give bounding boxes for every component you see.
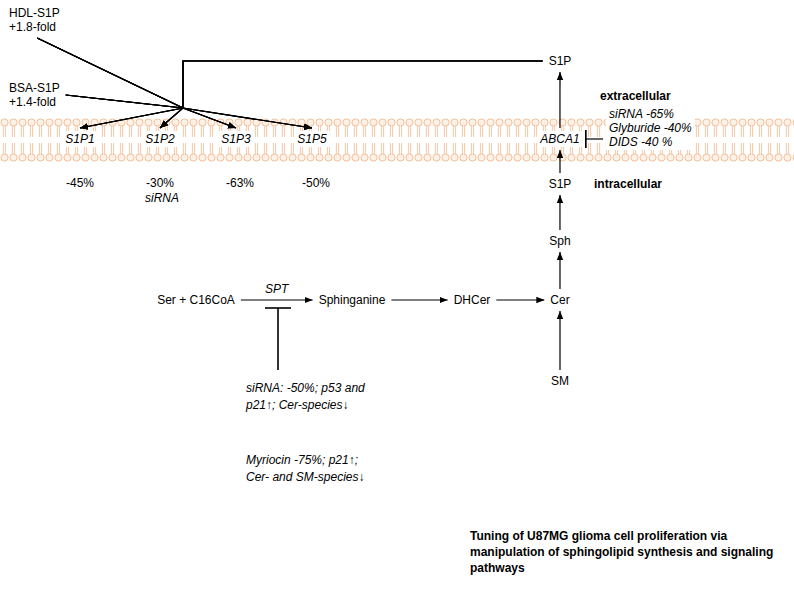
node-text: S1P3: [221, 132, 250, 146]
node-text: Ser + C16CoA: [157, 293, 235, 307]
metabolite: Sph: [546, 233, 573, 249]
transporter: ABCA1: [537, 131, 582, 147]
metabolite: S1P: [546, 53, 575, 69]
metabolite: S1P: [546, 176, 575, 192]
node-text: siRNA -65%: [609, 107, 692, 121]
caption: Tuning of U87MG glioma cell proliferatio…: [470, 528, 788, 576]
effect-note: siRNA: -50%; p53 and p21↑; Cer-species↓: [246, 380, 376, 414]
node-text: +1.8-fold: [9, 20, 60, 34]
arrow-connector: [496, 299, 544, 300]
inhibition-bar: [265, 308, 291, 370]
node-text: Sph: [549, 234, 570, 248]
arrow-connector: [37, 38, 236, 128]
arrow-connector: [183, 61, 543, 128]
node-text: S1P: [549, 54, 572, 68]
arrow-connector: [37, 38, 312, 128]
node-text: ABCA1: [540, 132, 579, 146]
node-text: BSA-S1P: [9, 81, 60, 95]
arrow-connector: [559, 150, 560, 173]
source-box: HDL-S1P+1.8-fold: [6, 5, 63, 35]
region-label: extracellular: [600, 89, 671, 103]
arrow-connector: [559, 252, 560, 289]
node-text: Glyburide -40%: [609, 121, 692, 135]
node-text: S1P2: [145, 132, 174, 146]
arrow-connector: [559, 195, 560, 230]
arrow-connector: [241, 299, 313, 300]
source-box: BSA-S1P+1.4-fold: [6, 80, 63, 110]
effect-note: Myriocin -75%; p21↑; Cer- and SM-species…: [246, 452, 381, 486]
node-text: HDL-S1P: [9, 6, 60, 20]
node-text: S1P5: [297, 132, 326, 146]
node-text: SM: [551, 374, 569, 388]
receptor: S1P1: [62, 131, 97, 147]
percent-value: -30%: [146, 176, 174, 190]
metabolite: DHCer: [451, 292, 494, 308]
inhibitor-note: siRNA -65%Glyburide -40%DIDS -40 %: [606, 106, 695, 150]
arrow-connector: [183, 61, 543, 128]
metabolite: Sphinganine: [316, 292, 389, 308]
arrow-connector: [391, 299, 447, 300]
metabolite: Cer: [547, 292, 572, 308]
arrow-connector: [559, 72, 560, 128]
node-text: Cer: [550, 293, 569, 307]
receptor: S1P2: [142, 131, 177, 147]
arrow-connector: [66, 95, 236, 128]
receptor: S1P5: [294, 131, 329, 147]
metabolite: SM: [548, 373, 572, 389]
arrow-connector: [160, 61, 543, 128]
node-text: DIDS -40 %: [609, 135, 692, 149]
node-text: Sphinganine: [319, 293, 386, 307]
node-text: S1P1: [65, 132, 94, 146]
percent-value: -50%: [302, 176, 330, 190]
receptor: S1P3: [218, 131, 253, 147]
metabolite: Ser + C16CoA: [154, 292, 238, 308]
enzyme-label: SPT: [265, 282, 288, 296]
percent-value: -45%: [66, 176, 94, 190]
region-label: intracellular: [594, 177, 662, 191]
percent-value: -63%: [226, 176, 254, 190]
node-text: S1P: [549, 177, 572, 191]
node-text: DHCer: [454, 293, 491, 307]
arrow-connector: [80, 61, 543, 128]
method-label: siRNA: [145, 191, 179, 205]
node-text: +1.4-fold: [9, 95, 60, 109]
inhibition-line: [586, 138, 603, 139]
arrow-connector: [559, 311, 560, 370]
